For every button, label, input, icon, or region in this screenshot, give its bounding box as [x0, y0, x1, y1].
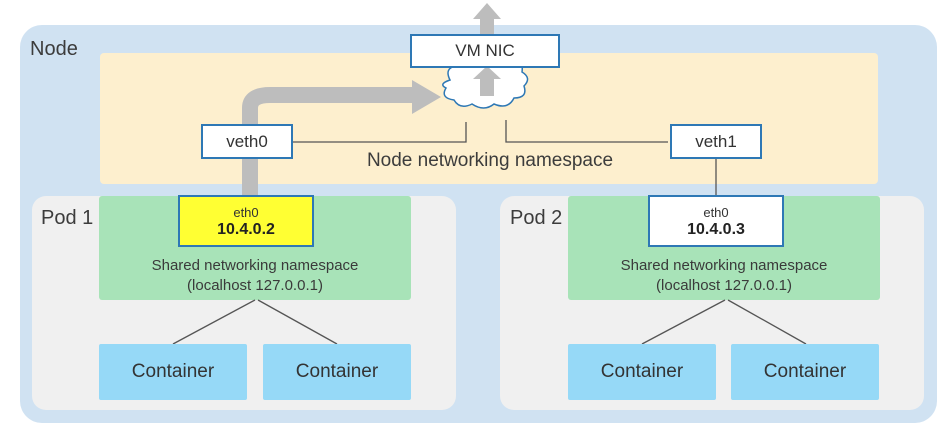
- veth1-label: veth1: [695, 131, 737, 151]
- veth0-link: [293, 122, 467, 143]
- pod-2-container-2: Container: [731, 344, 879, 400]
- pod1-container2-link: [257, 299, 338, 345]
- pod-2-shared-namespace-text: Shared networking namespace (localhost 1…: [568, 256, 880, 296]
- node-label: Node: [30, 38, 78, 60]
- veth1-box: veth1: [670, 124, 762, 159]
- pod-2-container-1: Container: [568, 344, 716, 400]
- veth0-box: veth0: [201, 124, 293, 159]
- outbound-arrow: [473, 3, 501, 38]
- pod-1-container-1: Container: [99, 344, 247, 400]
- vm-nic-box: VM NIC: [410, 34, 560, 68]
- cloud-to-vmnic-arrow: [473, 66, 501, 96]
- pod-2-eth0: eth0 10.4.0.3: [648, 195, 784, 247]
- veth1-link: [505, 120, 668, 143]
- pod-2-label: Pod 2: [510, 207, 563, 229]
- pod-1-label: Pod 1: [41, 207, 94, 229]
- pod-2-eth0-ip: 10.4.0.3: [687, 221, 745, 238]
- pod2-container1-link: [641, 299, 726, 345]
- flow-path-arrow: [242, 87, 412, 195]
- pod-1-shared-ns-line2: (localhost 127.0.0.1): [187, 277, 323, 294]
- pod-1-eth0: eth0 10.4.0.2: [178, 195, 314, 247]
- pod1-container1-link: [172, 299, 256, 345]
- pod-1-shared-ns-line1: Shared networking namespace: [151, 257, 359, 274]
- pod-1-container-2: Container: [263, 344, 411, 400]
- pod-1-eth0-name: eth0: [233, 205, 259, 220]
- pod-2-shared-ns-line1: Shared networking namespace: [620, 257, 828, 274]
- pod-2-shared-ns-line2: (localhost 127.0.0.1): [656, 277, 792, 294]
- node-namespace-label: Node networking namespace: [366, 150, 614, 171]
- pod2-container2-link: [727, 299, 807, 345]
- veth0-label: veth0: [226, 131, 268, 151]
- flow-arrowhead: [412, 80, 441, 114]
- pod-2-eth0-name: eth0: [703, 205, 729, 220]
- pod-1-shared-namespace-text: Shared networking namespace (localhost 1…: [99, 256, 411, 296]
- vm-nic-label: VM NIC: [455, 41, 515, 60]
- pod-1-eth0-ip: 10.4.0.2: [217, 221, 275, 238]
